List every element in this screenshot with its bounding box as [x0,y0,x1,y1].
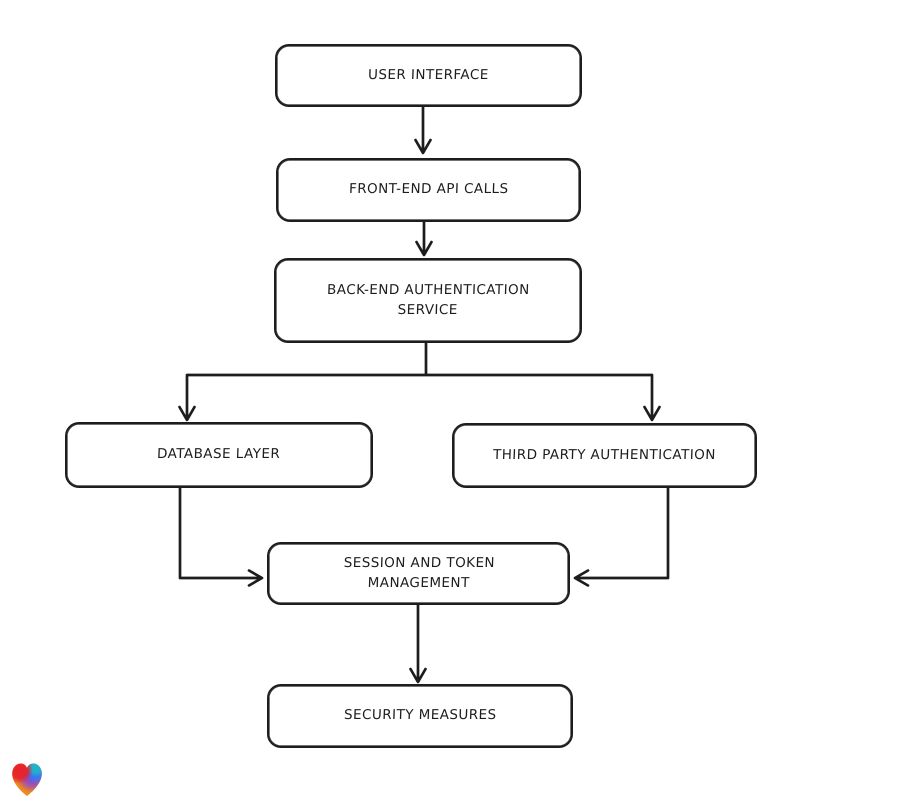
node-third-party-authentication-label: THIRD PARTY AUTHENTICATION [492,446,717,463]
node-back-end-auth-service: BACK-END AUTHENTICATION SERVICE [274,258,582,343]
node-user-interface-label: USER INTERFACE [367,66,490,83]
edge-database-to-session [178,486,264,587]
node-security-measures-label: SECURITY MEASURES [343,707,497,724]
node-session-token-management-label: SESSION AND TOKEN MANAGEMENT [342,554,495,591]
node-database-layer-label: DATABASE LAYER [157,446,281,463]
node-user-interface: USER INTERFACE [275,44,582,107]
node-front-end-api-calls: FRONT-END API CALLS [276,158,581,222]
edge-thirdparty-to-session [573,486,670,587]
node-session-token-management: SESSION AND TOKEN MANAGEMENT [267,542,570,605]
edge-backend-branch [178,341,661,422]
node-back-end-auth-service-label: BACK-END AUTHENTICATION SERVICE [326,281,530,318]
node-security-measures: SECURITY MEASURES [267,684,573,748]
node-front-end-api-calls-label: FRONT-END API CALLS [348,181,509,198]
edge-ui-to-frontend [414,105,432,155]
node-database-layer: DATABASE LAYER [65,422,373,488]
edge-frontend-to-backend [415,220,433,257]
gradient-heart-logo[interactable] [10,760,44,800]
edge-session-to-security [409,603,427,684]
heart-icon [12,763,42,797]
node-third-party-authentication: THIRD PARTY AUTHENTICATION [452,423,757,488]
